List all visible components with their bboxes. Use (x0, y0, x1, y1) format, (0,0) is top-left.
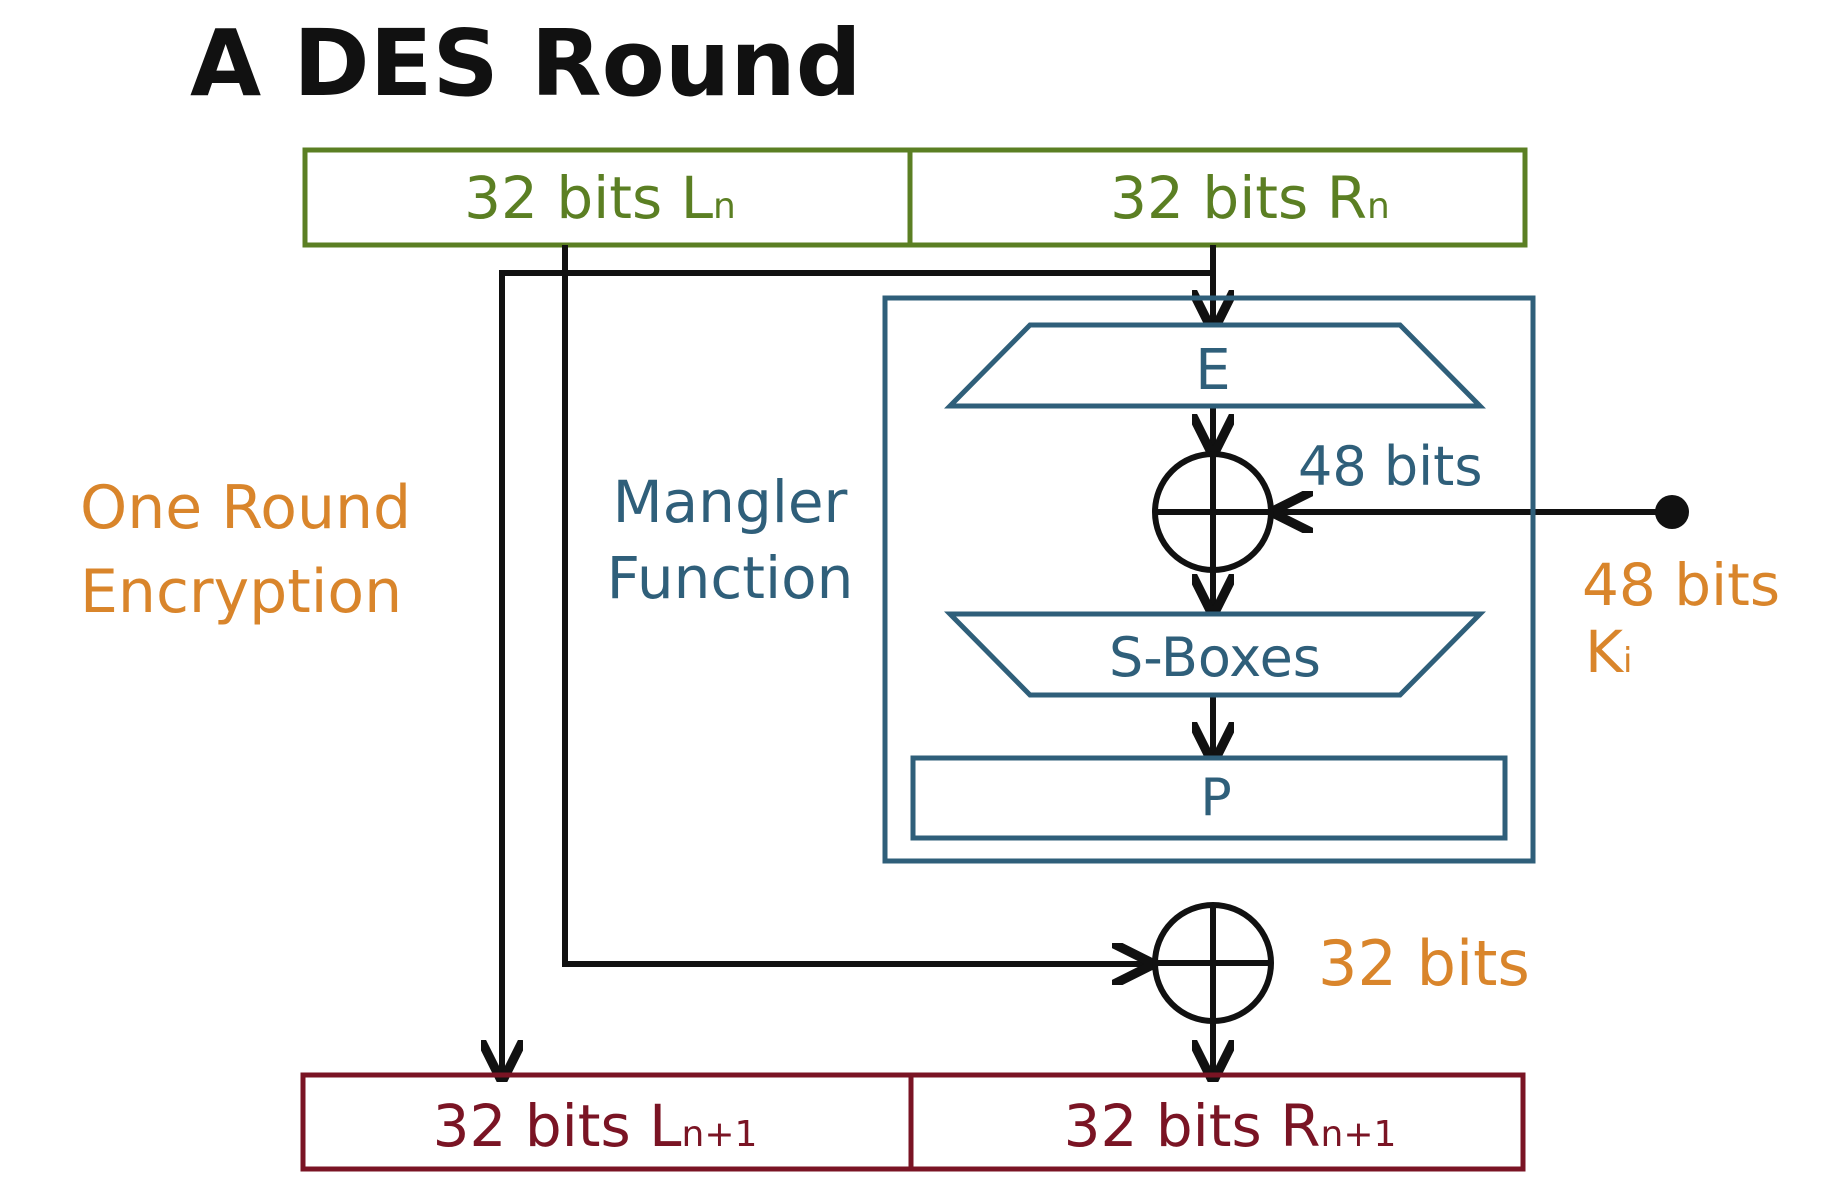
ln-to-final-xor-arrow (562, 245, 1150, 964)
input-left-label: 32 bits Ln (464, 164, 736, 232)
sboxes-block (944, 611, 1486, 698)
mangler-function-box: E 48 bits S-Boxes P (882, 295, 1536, 864)
output-right-label: 32 bits Rn+1 (1064, 1092, 1397, 1160)
mangler-caption-line1: Mangler (613, 468, 848, 536)
mangler-caption-line2: Function (607, 544, 854, 612)
output-left-label: 32 bits Ln+1 (433, 1092, 758, 1160)
routing-lines (502, 245, 1670, 1078)
expansion-block (944, 322, 1486, 409)
input-register: 32 bits Ln 32 bits Rn (302, 147, 1528, 248)
key-name-label: Ki (1585, 618, 1633, 686)
key-source-dot (1655, 495, 1689, 529)
xor-48-bits-label: 48 bits (1298, 435, 1482, 498)
diagram-title: A DES Round (190, 10, 862, 117)
rn-to-ln1-arrow (502, 270, 1213, 1078)
round-note-line2: Encryption (80, 557, 402, 627)
sboxes-label: S-Boxes (1109, 626, 1321, 689)
final-xor-bits-label: 32 bits (1318, 927, 1530, 1000)
output-register: 32 bits Ln+1 32 bits Rn+1 (300, 1072, 1526, 1172)
input-right-label: 32 bits Rn (1110, 164, 1390, 232)
permutation-label: P (1200, 768, 1231, 828)
round-xor-symbol (1152, 902, 1274, 1024)
key-bits-label: 48 bits (1582, 551, 1780, 619)
input-register-box (302, 147, 1528, 248)
key-xor-symbol (1152, 451, 1274, 573)
round-note-line1: One Round (80, 473, 411, 543)
mangler-outline (882, 295, 1536, 864)
permutation-block (910, 755, 1508, 841)
expansion-label: E (1195, 338, 1230, 403)
